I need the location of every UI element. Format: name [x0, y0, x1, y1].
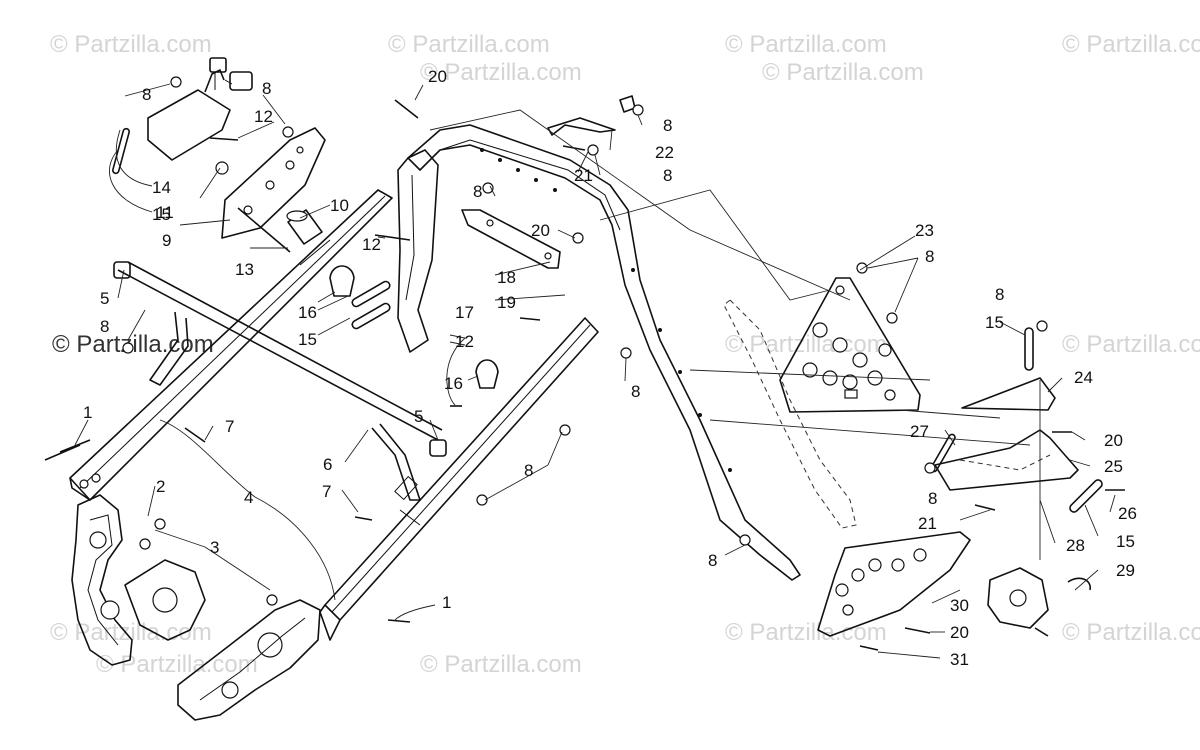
callout-7-b: 7: [322, 482, 331, 501]
callout-8-a: 8: [142, 85, 151, 104]
callout-20-a: 20: [428, 67, 447, 86]
watermark-7: © Partzilla.com: [1062, 331, 1200, 358]
callout-3: 3: [210, 538, 219, 557]
callout-16-b: 16: [444, 374, 463, 393]
ghost-bracket: [723, 299, 857, 529]
steering-hoop: [407, 124, 801, 581]
callout-8-i: 8: [925, 247, 934, 266]
callout-30: 30: [950, 596, 969, 615]
callout-13: 13: [235, 260, 254, 279]
callout-18: 18: [497, 268, 516, 287]
watermark-1: © Partzilla.com: [50, 31, 212, 58]
callout-2: 2: [156, 477, 165, 496]
watermark-6: © Partzilla.com: [762, 59, 924, 86]
callout-8-g: 8: [663, 116, 672, 135]
callout-14: 14: [152, 178, 171, 197]
leader-lines: [74, 83, 1116, 659]
callout-6: 6: [323, 455, 332, 474]
upright-bracket: [397, 149, 439, 353]
callout-15-b: 15: [298, 330, 317, 349]
callout-29: 29: [1116, 561, 1135, 580]
rear-bracket-casting: [177, 599, 321, 721]
callout-7-a: 7: [225, 417, 234, 436]
callout-8-b: 8: [262, 79, 271, 98]
watermark-5: © Partzilla.com: [420, 59, 582, 86]
frame-rail-left: [69, 189, 393, 501]
watermark-11: © Partzilla.com: [725, 619, 887, 646]
callout-17: 17: [455, 303, 474, 322]
callout-1-a: 1: [83, 403, 92, 422]
callout-21-a: 21: [574, 166, 593, 185]
callout-20-d: 20: [950, 623, 969, 642]
callout-8-l: 8: [708, 551, 717, 570]
mount-plate-30: [817, 531, 971, 637]
callout-15-d: 15: [1116, 532, 1135, 551]
callout-25: 25: [1104, 457, 1123, 476]
watermark-9: © Partzilla.com: [50, 619, 212, 646]
callout-10: 10: [330, 196, 349, 215]
watermark-4: © Partzilla.com: [1062, 31, 1200, 58]
callout-12-a: 12: [254, 107, 273, 126]
callout-20-b: 20: [531, 221, 550, 240]
callout-21-b: 21: [918, 514, 937, 533]
front-bracket-casting: [71, 494, 206, 666]
callout-8-c: 8: [100, 317, 109, 336]
callout-1-b: 1: [442, 593, 451, 612]
relay-10: [286, 209, 323, 245]
frame-rail-front: [319, 317, 599, 641]
callout-15-c: 15: [985, 313, 1004, 332]
sensor-29: [987, 567, 1091, 629]
mount-plate-23: [779, 277, 921, 413]
bracket-24: [961, 377, 1056, 411]
callout-31: 31: [950, 650, 969, 669]
callout-8-d: 8: [473, 182, 482, 201]
mount-plate-9: [221, 127, 326, 239]
callout-15-a: 15: [152, 205, 171, 224]
watermark-12: © Partzilla.com: [1062, 619, 1200, 646]
ignition-module: [147, 57, 253, 161]
callout-12-c: 12: [455, 332, 474, 351]
callout-labels: 1 1 2 3 4 5 5 6 7 7 8 8 8 8 8 8 8 8 8 8 …: [83, 67, 1137, 669]
callout-12-b: 12: [362, 235, 381, 254]
bracket-22: [547, 95, 636, 136]
callout-23: 23: [915, 221, 934, 240]
watermark-2: © Partzilla.com: [388, 31, 550, 58]
callout-11: 11: [156, 203, 174, 222]
callout-9: 9: [162, 231, 171, 250]
callout-8-k: 8: [928, 489, 937, 508]
callout-8-j: 8: [995, 285, 1004, 304]
watermark-3: © Partzilla.com: [725, 31, 887, 58]
callout-20-c: 20: [1104, 431, 1123, 450]
callout-19: 19: [497, 293, 516, 312]
callout-24: 24: [1074, 368, 1093, 387]
watermark-13: © Partzilla.com: [96, 651, 258, 678]
callout-8-f: 8: [631, 382, 640, 401]
callout-26: 26: [1118, 504, 1137, 523]
callout-22: 22: [655, 143, 674, 162]
fasteners: [44, 76, 1125, 651]
strap-18: [461, 209, 561, 269]
watermark-10: © Partzilla.com: [420, 651, 582, 678]
callout-16-a: 16: [298, 303, 317, 322]
cross-tube: [113, 261, 447, 501]
ties: [112, 127, 1103, 513]
callout-28: 28: [1066, 536, 1085, 555]
callout-27: 27: [910, 422, 929, 441]
callout-8-h: 8: [663, 166, 672, 185]
callout-5-a: 5: [100, 289, 109, 308]
callout-4: 4: [244, 488, 253, 507]
clamps: [329, 265, 499, 389]
watermarks: © Partzilla.com © Partzilla.com © Partzi…: [50, 31, 1200, 678]
callout-5-b: 5: [414, 407, 423, 426]
watermark-dark: © Partzilla.com: [52, 331, 214, 358]
callout-8-e: 8: [524, 461, 533, 480]
